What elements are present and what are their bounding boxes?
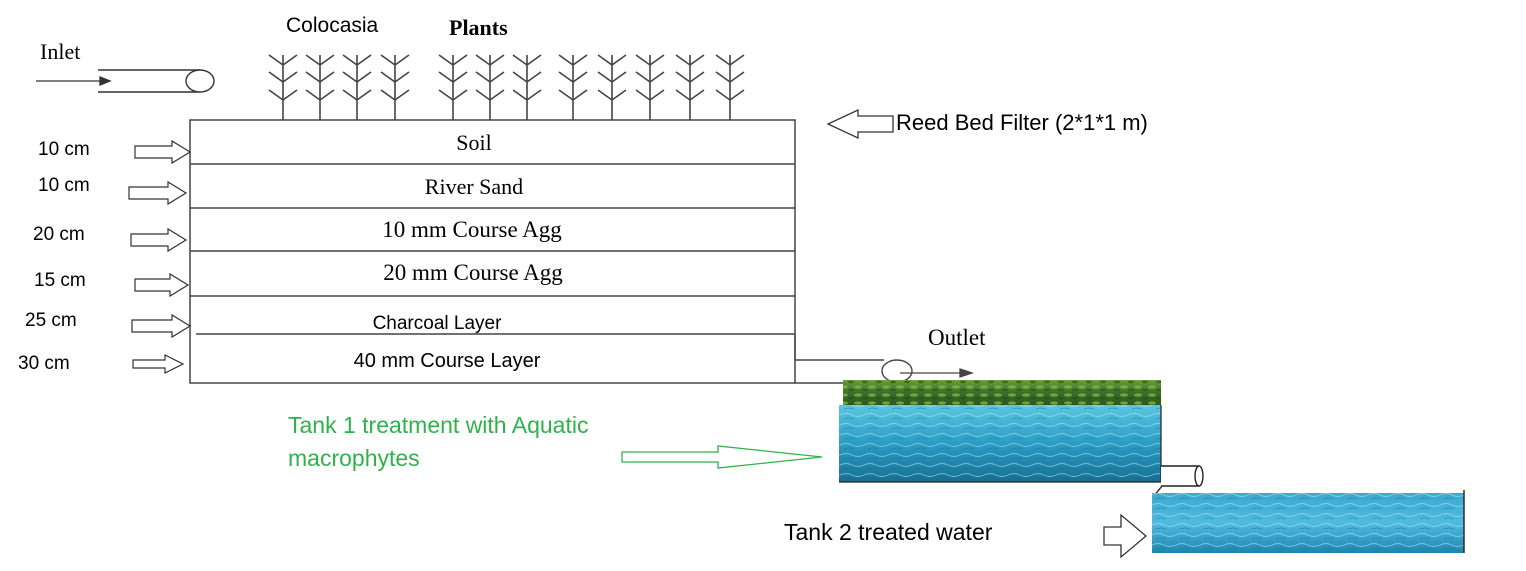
layer-10mm-agg: 10 mm Course Agg [382, 217, 562, 242]
inlet-label: Inlet [40, 39, 80, 64]
reed-bed-arrow [826, 108, 894, 140]
plant-symbol [305, 54, 335, 120]
tank-2-label: Tank 2 treated water [784, 519, 993, 545]
depth-river-sand: 10 cm [38, 175, 90, 196]
depth-charcoal: 25 cm [25, 310, 77, 331]
plant-symbol [597, 54, 627, 120]
plants-label: Plants [449, 15, 508, 40]
plant-symbol [268, 54, 298, 120]
depth-20mm-agg: 15 cm [34, 270, 86, 291]
reed-bed-filter-label: Reed Bed Filter (2*1*1 m) [896, 110, 1148, 135]
depth-arrows [128, 139, 192, 374]
plant-symbol [558, 54, 588, 120]
tank-1-label-line2: macrophytes [288, 445, 420, 471]
outlet-arrow [900, 368, 975, 378]
depth-arrow-5 [131, 313, 192, 339]
layer-charcoal: Charcoal Layer [373, 313, 503, 334]
depth-arrow-2 [128, 180, 188, 206]
layer-soil: Soil [456, 130, 491, 155]
inlet-arrow [36, 76, 112, 86]
outlet-label: Outlet [928, 325, 986, 350]
inlet-pipe [98, 69, 215, 93]
depth-arrow-6 [132, 354, 185, 374]
depth-40mm: 30 cm [18, 353, 70, 374]
plant-symbol [475, 54, 505, 120]
plant-symbols [268, 54, 745, 120]
tank-1-arrow [621, 445, 823, 469]
plant-symbol [635, 54, 665, 120]
plant-symbol [380, 54, 410, 120]
tank-2 [1152, 490, 1465, 553]
layer-40mm: 40 mm Course Layer [354, 350, 541, 372]
colocasia-label: Colocasia [286, 14, 379, 37]
layer-20mm-agg: 20 mm Course Agg [383, 260, 563, 285]
plant-symbol [438, 54, 468, 120]
plant-symbol [342, 54, 372, 120]
outlet-pipe [794, 334, 913, 384]
tank-connector-pipe [1153, 465, 1204, 497]
tank-2-arrow [1103, 513, 1148, 559]
depth-soil: 10 cm [38, 139, 90, 160]
depth-10mm-agg: 20 cm [33, 224, 85, 245]
layer-river-sand: River Sand [425, 174, 523, 199]
plant-symbol [512, 54, 542, 120]
depth-arrow-1 [134, 139, 192, 165]
plant-symbol [715, 54, 745, 120]
tank-1-label: Tank 1 treatment with Aquatic [288, 412, 588, 438]
depth-arrow-3 [130, 227, 188, 253]
tank-1 [839, 380, 1162, 483]
filter-box [189, 119, 796, 384]
depth-arrow-4 [134, 272, 190, 298]
plant-symbol [675, 54, 705, 120]
